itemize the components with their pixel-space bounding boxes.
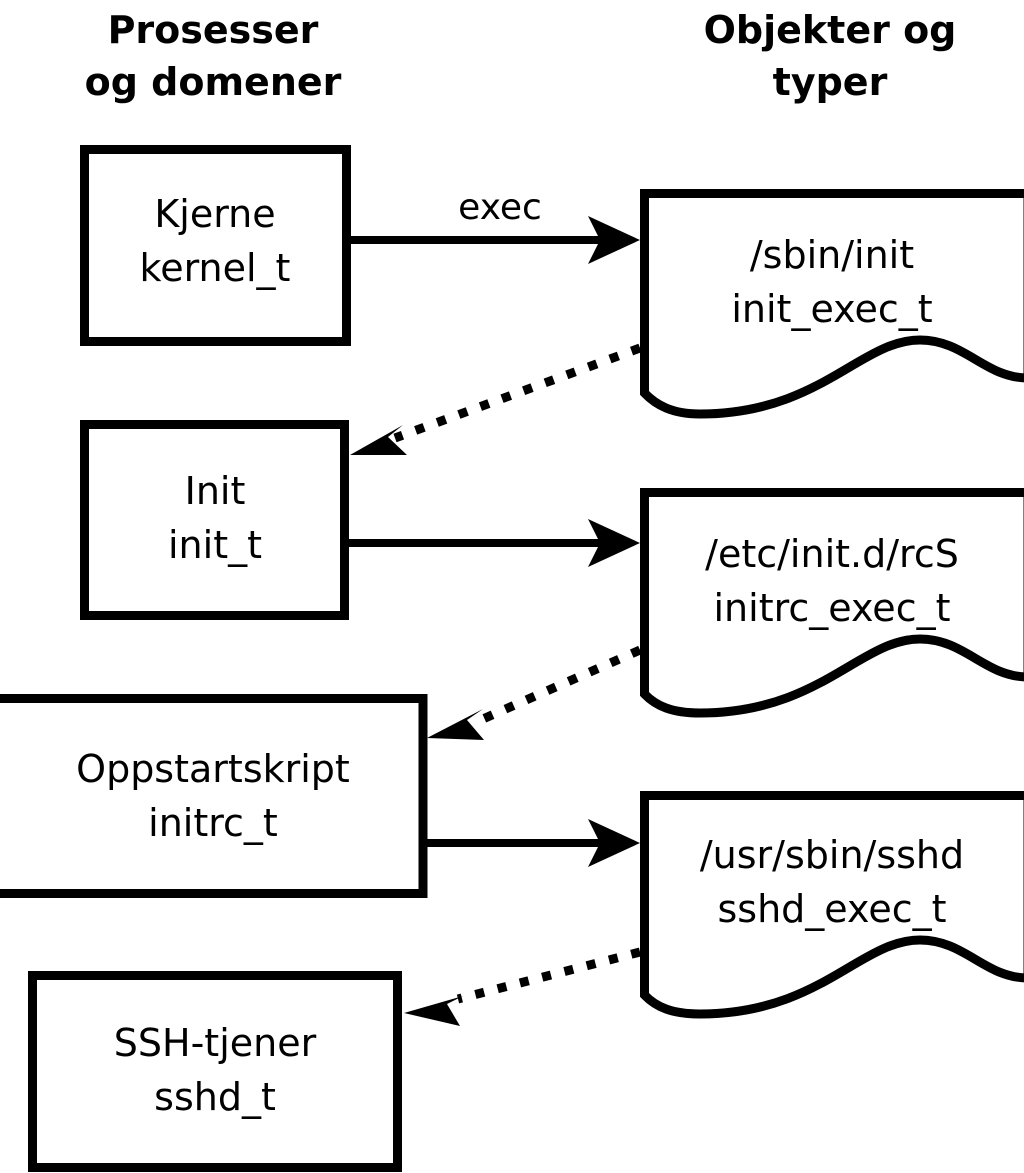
edge-initrc-exec-to-initrc (427, 645, 642, 740)
process-node-kernel[interactable]: Kjerne kernel_t (80, 145, 351, 346)
process-node-initrc[interactable]: Oppstartskript initrc_t (0, 694, 428, 898)
process-node-sshd-type: sshd_t (154, 1075, 276, 1119)
object-node-init-exec-shape[interactable] (640, 189, 1024, 419)
process-node-initrc-name: Oppstartskript (76, 747, 350, 791)
object-node-init-exec-type: init_exec_t (731, 287, 932, 331)
object-node-initrc-exec-shape[interactable] (640, 488, 1024, 718)
column-heading-left-line2: og domener (85, 60, 342, 104)
process-node-sshd[interactable]: SSH-tjener sshd_t (28, 971, 402, 1172)
object-node-initrc-exec-type: initrc_exec_t (714, 586, 951, 630)
process-node-initrc-box[interactable] (0, 694, 428, 898)
edge-kernel-to-init-exec: exec (350, 187, 640, 264)
process-node-sshd-name: SSH-tjener (114, 1021, 317, 1065)
column-heading-right: Objekter og typer (704, 8, 957, 104)
edge-initrc-exec-to-initrc-arrowhead (427, 709, 484, 740)
object-node-sshd-exec-path: /usr/sbin/sshd (700, 833, 964, 877)
object-node-sshd-exec-type: sshd_exec_t (717, 887, 946, 931)
edge-initrc-to-sshd-exec-arrowhead (588, 819, 640, 867)
process-node-init-type: init_t (168, 523, 262, 567)
edge-sshd-exec-to-sshd (404, 947, 642, 1026)
column-heading-right-line2: typer (773, 60, 888, 104)
column-heading-left-line1: Prosesser (108, 8, 319, 52)
edge-sshd-exec-to-sshd-line (456, 947, 642, 1004)
process-node-kernel-name: Kjerne (154, 192, 275, 236)
column-heading-right-line1: Objekter og (704, 8, 957, 52)
edge-kernel-to-init-exec-arrowhead (588, 216, 640, 264)
object-node-initrc-exec-path: /etc/init.d/rcS (705, 532, 959, 576)
object-node-initrc-exec[interactable]: /etc/init.d/rcS initrc_exec_t (640, 488, 1024, 718)
edge-init-to-initrc-exec (348, 519, 640, 567)
process-node-kernel-box[interactable] (80, 145, 351, 346)
edge-init-exec-to-init-line (393, 343, 642, 443)
process-node-init[interactable]: Init init_t (80, 420, 349, 620)
edge-init-to-initrc-exec-arrowhead (588, 519, 640, 567)
process-node-sshd-box[interactable] (28, 971, 402, 1172)
object-node-sshd-exec-shape[interactable] (640, 791, 1024, 1019)
edge-label-exec: exec (458, 187, 542, 228)
column-heading-left: Prosesser og domener (85, 8, 342, 104)
process-node-initrc-type: initrc_t (148, 801, 278, 845)
process-node-init-name: Init (185, 469, 246, 513)
edge-initrc-to-sshd-exec (427, 819, 640, 867)
edge-initrc-exec-to-initrc-line (474, 645, 642, 727)
edge-init-exec-to-init (350, 343, 642, 455)
process-node-init-box[interactable] (80, 420, 349, 620)
object-node-sshd-exec[interactable]: /usr/sbin/sshd sshd_exec_t (640, 791, 1024, 1019)
edge-sshd-exec-to-sshd-arrowhead (404, 996, 463, 1026)
object-node-init-exec-path: /sbin/init (750, 233, 914, 277)
process-node-kernel-type: kernel_t (140, 246, 291, 290)
edge-init-exec-to-init-arrowhead (350, 425, 407, 455)
object-node-init-exec[interactable]: /sbin/init init_exec_t (640, 189, 1024, 419)
